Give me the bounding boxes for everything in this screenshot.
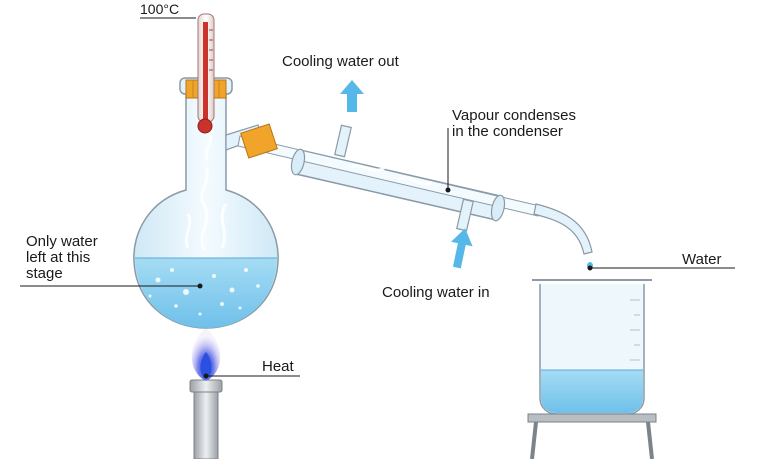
condenser-stopper <box>240 123 278 159</box>
thermometer-reading-label: 100°C <box>140 1 179 17</box>
liebig-condenser <box>237 124 593 270</box>
leader-lines <box>20 17 735 377</box>
bunsen-burner <box>189 379 223 459</box>
thermometer <box>197 13 215 134</box>
heat-label: Heat <box>262 358 295 375</box>
leader-dots <box>197 187 593 379</box>
cooling-water-in-arrow-icon <box>451 228 473 269</box>
vapour-condenses-label-line2: in the condenser <box>452 123 563 140</box>
vapour-wisps <box>184 131 228 251</box>
water-label: Water <box>682 251 721 268</box>
tripod-stand <box>527 413 657 459</box>
cooling-water-out-label: Cooling water out <box>282 53 400 70</box>
flame-icon <box>191 328 221 381</box>
vapour-condenses-label-line1: Vapour condenses <box>452 107 576 124</box>
only-water-label-line3: stage <box>26 265 63 282</box>
cooling-water-in-label: Cooling water in <box>382 284 490 301</box>
cooling-water-out-arrow-icon <box>340 80 364 112</box>
beaker <box>532 279 652 415</box>
only-water-label-line2: left at this <box>26 249 90 266</box>
only-water-label-line1: Only water <box>26 233 98 250</box>
bubbles <box>148 268 260 316</box>
